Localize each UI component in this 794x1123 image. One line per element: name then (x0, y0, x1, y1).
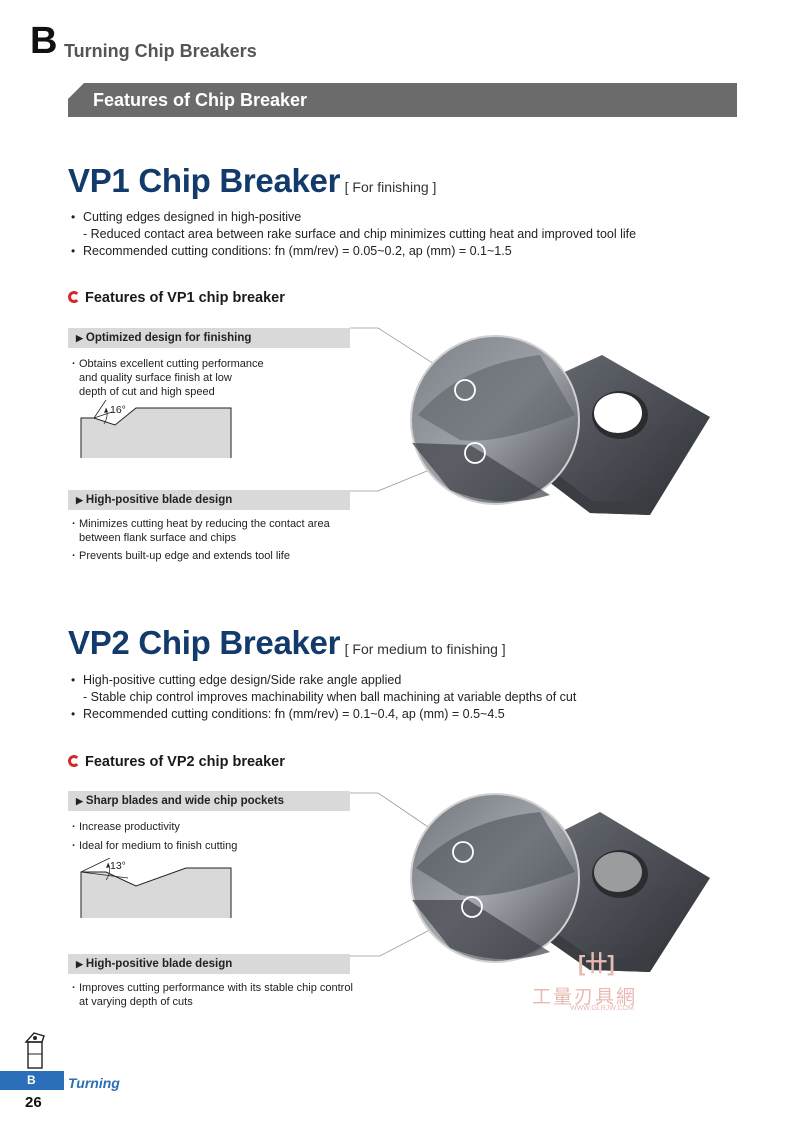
refresh-arrow-icon (68, 291, 80, 303)
vp2-features-heading: Features of VP2 chip breaker (68, 754, 285, 770)
triangle-right-icon: ▶ (76, 959, 83, 969)
page-number: 26 (25, 1094, 42, 1111)
vp1-insert-illustration (350, 327, 710, 515)
band-notch (68, 83, 84, 99)
vp2-bullet-1: High-positive cutting edge design/Side r… (70, 672, 720, 689)
vp2-features-heading-text: Features of VP2 chip breaker (85, 754, 285, 770)
vp2-feature1-bar: ▶Sharp blades and wide chip pockets (68, 791, 350, 811)
triangle-right-icon: ▶ (76, 796, 83, 806)
vp1-features-heading: Features of VP1 chip breaker (68, 290, 285, 306)
vp1-feature1-title: Optimized design for finishing (85, 332, 252, 344)
vp1-feature2-bar: ▶High-positive blade design (68, 490, 350, 510)
section-letter: B (30, 20, 58, 62)
vp1-angle-diagram (80, 400, 232, 458)
vp1-title: VP1 Chip Breaker (68, 162, 341, 199)
vp1-features-heading-text: Features of VP1 chip breaker (85, 290, 285, 306)
footer-label: Turning (68, 1075, 120, 1091)
vp2-feature1-line2: Ideal for medium to finish cutting (72, 839, 237, 853)
watermark-logo-icon: [卄] (578, 951, 615, 976)
vp1-feature2-title: High-positive blade design (85, 494, 233, 506)
vp2-feature2-bar: ▶High-positive blade design (68, 954, 350, 974)
vp1-feature1-line1: Obtains excellent cutting performance (72, 357, 264, 371)
vp1-feature2-line1: Minimizes cutting heat by reducing the c… (72, 517, 330, 531)
vp1-feature2-desc: Minimizes cutting heat by reducing the c… (72, 517, 330, 563)
vp2-angle-diagram (80, 858, 232, 918)
vp2-subtitle: [ For medium to finishing ] (344, 641, 506, 657)
footer-tab (0, 1071, 64, 1090)
watermark-text: 工量刃具網 (532, 987, 638, 1008)
vp1-feature1-line3: depth of cut and high speed (79, 386, 215, 398)
vp2-insert-illustration (350, 792, 710, 972)
vp2-feature2-desc: Improves cutting performance with its st… (72, 981, 353, 1009)
vp2-heading: VP2 Chip Breaker [ For medium to finishi… (68, 624, 506, 662)
vp1-angle-label: 16° (110, 404, 126, 416)
vp2-bullet-2: Recommended cutting conditions: fn (mm/r… (70, 706, 720, 723)
vp1-bullet-2: Recommended cutting conditions: fn (mm/r… (70, 243, 720, 260)
turning-tool-icon (24, 1032, 45, 1069)
watermark-url: WWW.GLRJW.COM (570, 1005, 634, 1012)
vp2-feature2-title: High-positive blade design (85, 958, 233, 970)
vp2-bullet-1-detail: - Stable chip control improves machinabi… (83, 690, 577, 704)
vp1-feature1-desc: Obtains excellent cutting performance an… (72, 357, 264, 399)
vp1-feature2-line3: Prevents built-up edge and extends tool … (72, 549, 330, 563)
vp1-feature2-line2: between flank surface and chips (79, 532, 237, 544)
vp1-bullet-1: Cutting edges designed in high-positive (70, 209, 720, 226)
vp2-feature1-line1: Increase productivity (72, 820, 237, 834)
footer-letter: B (27, 1073, 36, 1087)
vp2-feature2-line1: Improves cutting performance with its st… (72, 981, 353, 995)
vp1-feature1-line2: and quality surface finish at low (79, 372, 232, 384)
vp2-feature1-title: Sharp blades and wide chip pockets (85, 795, 285, 807)
triangle-right-icon: ▶ (76, 495, 83, 505)
vp2-bullets: High-positive cutting edge design/Side r… (70, 672, 720, 723)
vp2-feature1-desc: Increase productivity Ideal for medium t… (72, 820, 237, 853)
vp1-feature1-bar: ▶Optimized design for finishing (68, 328, 350, 348)
vp1-bullet-1-detail: - Reduced contact area between rake surf… (83, 227, 637, 241)
vp1-subtitle: [ For finishing ] (344, 179, 437, 195)
vp2-angle-label: 13° (110, 860, 126, 872)
refresh-arrow-icon (68, 755, 80, 767)
section-title: Turning Chip Breakers (64, 41, 257, 61)
section-band (68, 83, 737, 117)
vp1-bullets: Cutting edges designed in high-positive … (70, 209, 720, 260)
vp1-heading: VP1 Chip Breaker [ For finishing ] (68, 162, 436, 200)
band-title: Features of Chip Breaker (93, 90, 308, 110)
vp2-feature2-line2: at varying depth of cuts (79, 996, 193, 1008)
vp2-title: VP2 Chip Breaker (68, 624, 341, 661)
triangle-right-icon: ▶ (76, 333, 83, 343)
